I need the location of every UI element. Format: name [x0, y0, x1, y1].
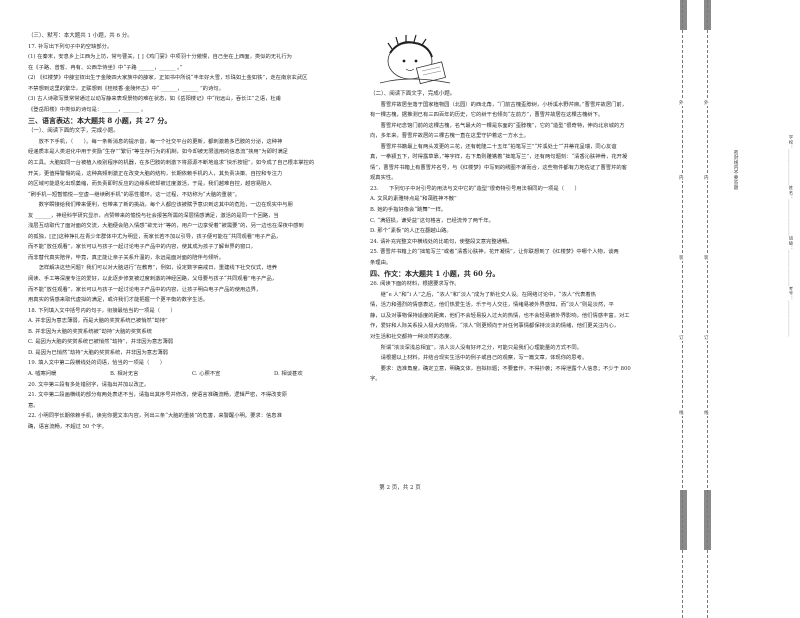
- option-row: 19. 填入文中第二段横线处的词语，恰当的一项是（ ）: [28, 358, 356, 369]
- text-line: 18. 下列填入文中括号内的句子，衔接最恰当的一项是（ ）: [28, 307, 176, 314]
- text-line: 开关，更值得警惕的是，这种高频刺激正在改变大脑的结构，长期依赖手机的人，其负责决…: [28, 170, 283, 177]
- text-line: C. 是因为大脑的奖赏系统已被悄然“劫持”，并非因为意志薄弱: [28, 339, 174, 346]
- option: B. 相对无言: [110, 370, 139, 377]
- seal-mark: 订: [704, 335, 709, 341]
- text-line: 25. 曹雪芹书箱上的“拙笔写兰”或者“清香沁肤神，花开凝情”，让你联想到了《红…: [370, 249, 619, 256]
- text-line: 请根据以上材料，并结合现实生活中的例子或自己的观察，写一篇文章，体现你的思考。: [370, 355, 588, 362]
- seal-notice: 密封线内不要答题: [733, 150, 738, 190]
- seal-mark: 装: [704, 255, 709, 261]
- text-line: 曹雪芹书籍最上有两头发更的三花，还有乾隆二十五年“拍笔写兰”“芹溪处士”“并蒂花…: [370, 143, 617, 150]
- text-line: 而不能“放任观看”，家长可以与孩子一起讨论电子产品中的内容，使其成为孩子了解世界…: [28, 244, 256, 251]
- option: D. 相谈甚欢: [274, 370, 303, 377]
- text-line: 静，以及对事物保持适度的距离，他们不会轻易投入过大的热情，也不会轻易被外界影响，…: [370, 312, 630, 319]
- text-line: 21. 文中第二段画横线的部分有两处表述不当，请指出其序号并修改，使语言准确流畅…: [28, 392, 288, 399]
- text-line: 曹雪芹故居坐落于国家植物园（北园）的西北角，“门前古槐歪脖树，小桥溪水野芹麻。”…: [370, 101, 628, 108]
- text-line: 情”，曹雪芹书箱上有曹雪芹名号，与《红楼梦》中写到的绣图不谋而合，这些物件都有力…: [370, 164, 627, 171]
- text-line: D. 那个“素板”的人正在翻越山路。: [370, 228, 452, 235]
- text-line: 友 ______，神经科学研究显示，点赞带来的愉悦与社会报答所需的深层情感满足，…: [28, 212, 279, 219]
- text-line: 不禁想到这里的繁华，正联想到《桂枝香·金陵怀古》中“ ______，______…: [28, 85, 224, 92]
- text-line: 向，多年来，曹雪芹故居的三棵古槐一直在这里守护着这一方水土。: [370, 133, 529, 140]
- right-column: （二）、阅读下面文字，完成小题。 曹雪芹故居坐落于国家植物园（北园）的西北角，“…: [370, 31, 645, 385]
- inner-seal-line: [707, 0, 708, 618]
- option: A. 嘘寒问暖: [28, 370, 57, 377]
- seal-mark: 订: [679, 335, 684, 341]
- left-column: （三）、默写：本大题共 1 小题，共 6 分。 17. 补写出下列句子中的空缺部分…: [28, 31, 356, 432]
- text-line: 而非替代真实陪伴，毕竟，真正能让亲子关系升温的，永远是面对面的陪伴与倾听。: [28, 254, 224, 261]
- text-line: 对生活和社交都持一种淡然的态度。: [370, 334, 455, 341]
- text-line: A. 文风的素雅特点是“和蔼胜神不散”: [370, 196, 457, 203]
- child-reading-image: [379, 34, 451, 85]
- text-line: 要求：选准角度，确定立意，明确文体，自拟标题；不要套作，不得抄袭；不得泄露个人信…: [370, 365, 631, 372]
- text-line: (1) 在秦末，安息乡上江西为上坊，常与曹关，[ ]《鸡门宴》中项羽十分傲慢，自…: [28, 54, 292, 61]
- text-line: 22. 小明同学长期依赖手机，读完你据文本内容，列出三条“大脑的重装”的危害，来…: [28, 413, 282, 420]
- outer-seal-line: [682, 0, 683, 618]
- option: 19. 填入文中第二段横线处的词语，恰当的一项是（ ）: [28, 360, 166, 367]
- text-line: 字。: [370, 376, 381, 383]
- option: C. 心照不宣: [192, 370, 221, 377]
- seal-mark: 线: [704, 410, 709, 416]
- reading-child-illustration: [370, 31, 645, 89]
- subsection-heading: （三）、默写：本大题共 1 小题，共 6 分。: [28, 33, 133, 39]
- text-line: 真，一拳颍五下，时得露草靠，”等字样，右下角则雕镌着“拙笔写兰”，还有两句题刻：…: [370, 154, 628, 161]
- seal-mark: 装: [679, 255, 684, 261]
- text-line: 经递质本是人类进化中用于奖励“生存”“繁衍”等生存行为的机制，如今却被无限滥用的…: [28, 149, 288, 156]
- text-line: 26. 阅读下面的材料，根据要求写作。: [370, 281, 460, 288]
- text-line: A. 并非因为意志薄弱，而是大脑的奖赏系统已被悄然“劫持”: [28, 318, 168, 325]
- text-line: 意。: [28, 402, 39, 409]
- subsection-heading: （二）、阅读下面文字，完成小题。: [370, 91, 456, 97]
- page-number: 第 2 页，共 2 页: [379, 485, 421, 491]
- text-line: 情，活力和强烈的情感表达，他们热爱生活，乐于与人交往，情绪易被外界感知，而“淡人…: [370, 302, 614, 309]
- subsection-heading: （一）、阅读下面的文字，完成小题。: [28, 128, 119, 135]
- option-row: A. 嘘寒问暖 B. 相对无言 C. 心照不宣 D. 相谈甚欢: [28, 369, 356, 380]
- text-line: 条理由。: [370, 259, 392, 266]
- text-line: 浅层互动取代了面对面的交流，大脑便会陷入情感“欲无计”等的，用户一边享受着“被需…: [28, 223, 304, 230]
- text-line: 在《子路、曾晳、冉有、公西华侍坐》中“子路 ______，______ 。”: [28, 64, 183, 71]
- text-line: 《登岳阳楼》中类似的诗句是：______，______ 。: [28, 106, 147, 113]
- text-line: C. “满招损，谦受益”这句格言，已经流传了两千年。: [370, 217, 494, 224]
- student-info-fields: 学校：＿＿＿＿＿＿＿＿姓名：＿＿＿＿＿＿＿＿班级：＿＿＿＿＿＿＿＿考号：＿＿＿＿…: [789, 135, 794, 337]
- seal-mark: 内: [704, 175, 709, 181]
- section-heading: 三、语言表达：本大题共 8 小题，共 27 分。: [28, 116, 172, 126]
- text-line: 数字瞬接给我们带来便利，也带来了新的挑战，每个人都应该被赋予意识到这其中的危险，…: [28, 202, 293, 209]
- top-left-bar: [680, 0, 687, 30]
- text-line: 用真实的情感来取代虚拟的满足，或许我们才能把握一个更平衡的数字生活。: [28, 297, 209, 304]
- text-line: 放不下手机，（ ）。每一条新消息的提示音，每一个社交平台的更新，都刺激着多巴胺的…: [28, 138, 283, 145]
- text-line: D. 是因为已悄然“劫持”大脑的奖赏系统，并非因为意志薄弱: [28, 349, 168, 356]
- bottom-left-bar: [680, 490, 687, 550]
- text-line: 有一棵古槐，据推测已有三四百年的历史，它的树干也倾向“左前方”，曹雪芹故居在这棵…: [370, 112, 604, 119]
- text-line: 24. 请补充完整文中横线处的比喻句，使整段文意完整通畅。: [370, 238, 513, 245]
- seal-mark: 外: [679, 100, 684, 106]
- binding-margin: 外内装订线 外内装订线 密封线内不要答题 学校：＿＿＿＿＿＿＿＿姓名：＿＿＿＿＿…: [676, 0, 800, 618]
- text-line: 作，爱好和人际关系投入极大的热情，“浓人”则更倾向于对任何事情都保持淡淡的情绪，…: [370, 323, 620, 330]
- text-line: 20. 文中第三段有多处错别字，请指出并加以改正。: [28, 381, 150, 388]
- text-line: (3) 古人诗歌写景常常通过以动写静来表现景物的难在状态，如《岳阳楼记》中“衔远…: [28, 96, 281, 103]
- text-line: 确，语言流畅，不超过 50 个字。: [28, 423, 107, 430]
- section-heading: 四、作文：本大题共 1 小题，共 60 分。: [370, 269, 500, 279]
- seal-mark: 内: [679, 175, 684, 181]
- text-line: 而不能“放任观看”，家长可以与孩子一起讨论电子产品中的内容，让孩子明白电子产品的…: [28, 286, 262, 293]
- seal-mark: 外: [704, 100, 709, 106]
- text-line: 的区域可能退化出现萎缩，而负责即时反应的边缘系统却被过度激活，于是，我们越难自控…: [28, 181, 272, 188]
- text-line: 的工具。大脑如同一台被植入级别程序的机器，在多巴胺的刺激下将源源不断地追求“快乐…: [28, 160, 315, 167]
- right-passage-two: （二）、阅读下面文字，完成小题。 曹雪芹故居坐落于国家植物园（北园）的西北角，“…: [370, 89, 645, 184]
- text-line: 曹雪芹纪念馆门前的这棵古槐，名气最大的一棵是东面的“歪脖槐”，它的“造型”很奇特…: [370, 122, 625, 129]
- text-line: 17. 补写出下列句子中的空缺部分。: [28, 43, 113, 50]
- text-line: B. 她的手指好像会“跳舞”一样。: [370, 207, 447, 214]
- text-line: 的孤独，[正]这种挣扎在青少年群体中尤为明显，而家长若不加以引导，孩子便可能在“…: [28, 233, 282, 240]
- text-line: 怎样解决这些问题？我们可以对大脑进行“在教育”，例如，设定数字斋戒日，重建线下社…: [28, 265, 278, 272]
- text-line: “刷手机—短暂愉悦—空虚—继续刷手机”的恶性循环。这一过程，不妨称为“大脑的重装…: [28, 191, 241, 198]
- text-line: 观真实性。: [370, 175, 397, 182]
- text-line: (2) 《红楼梦》中薛宝钗出生于金陵四大家族中的薛家，正如书中所说“丰年好大雪，…: [28, 75, 308, 82]
- seal-mark: 线: [679, 410, 684, 416]
- text-line: 继“e 人”和“i 人”之后，“浓人”和“淡人”成为了新社交人设。在网络讨论中，…: [370, 291, 596, 298]
- text-line: 23. 下列句子中对引号的用法与文中它的“造型”很奇特引号用法相同的一项是（ ）: [370, 185, 580, 192]
- text-line: 阅读、手工等深度专注的爱好，以此逐步修复被过度刺激的神经回路，父母要与孩子“共同…: [28, 276, 278, 283]
- text-line: 所谓“浓淡深浅总相宜”，浓人淡人没有好坏之分，可能只是我们心理能量的方式不同。: [370, 344, 582, 351]
- right-questions: 23. 下列句子中对引号的用法与文中它的“造型”很奇特引号用法相同的一项是（ ）…: [370, 184, 645, 385]
- text-line: B. 并非因为大脑的奖赏系统被“劫持”大脑的奖赏系统: [28, 328, 152, 335]
